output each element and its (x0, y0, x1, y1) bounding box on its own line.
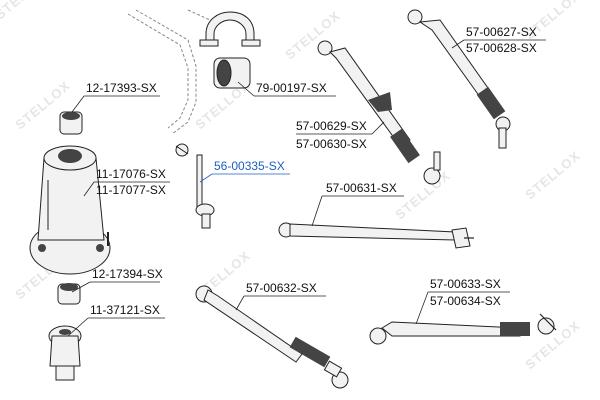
part-label-57-00632[interactable]: 57-00632-SX (246, 281, 317, 295)
watermark-text: STELLOX (392, 168, 453, 223)
part-label-57-00629[interactable]: 57-00629-SX (296, 119, 367, 133)
part-label-11-17077[interactable]: 11-17077-SX (96, 183, 166, 197)
part-label-57-00633[interactable]: 57-00633-SX (430, 277, 501, 291)
part-label-56-00335[interactable]: 56-00335-SX (214, 159, 285, 173)
part-label-57-00631[interactable]: 57-00631-SX (326, 181, 397, 195)
control-arm-lateral[interactable] (278, 222, 474, 249)
control-arm-upper-right[interactable] (407, 9, 511, 149)
part-label-12-17393[interactable]: 12-17393-SX (86, 81, 157, 95)
leader-lines (67, 39, 546, 337)
part-label-11-37121[interactable]: 11-37121-SX (90, 303, 160, 317)
part-label-57-00634[interactable]: 57-00634-SX (430, 294, 501, 308)
control-arm-lower-left[interactable] (195, 285, 349, 389)
strut-mount-boot[interactable] (29, 145, 111, 275)
part-label-11-17076[interactable]: 11-17076-SX (96, 167, 166, 181)
bump-stop-upper[interactable] (59, 111, 83, 135)
part-label-57-00628[interactable]: 57-00628-SX (466, 41, 537, 55)
bump-stop-lower[interactable] (57, 283, 81, 305)
part-label-57-00627[interactable]: 57-00627-SX (466, 25, 537, 39)
stabilizer-bar-outline (127, 9, 211, 135)
stabilizer-link[interactable] (175, 143, 215, 229)
watermark-text: STELLOX (0, 0, 53, 22)
part-labels: 12-17393-SX 11-17076-SX 11-17077-SX 12-1… (86, 25, 537, 317)
rubber-buffer[interactable] (48, 325, 82, 381)
part-label-79-00197[interactable]: 79-00197-SX (256, 81, 327, 95)
part-label-57-00630[interactable]: 57-00630-SX (296, 137, 367, 151)
stabilizer-bushing[interactable] (213, 57, 251, 89)
part-label-12-17394[interactable]: 12-17394-SX (92, 267, 163, 281)
control-arm-lower-right[interactable] (369, 313, 557, 345)
stabilizer-bracket[interactable] (199, 11, 261, 47)
control-arm-mid[interactable] (317, 40, 441, 185)
watermark-text: STELLOX (522, 148, 583, 203)
